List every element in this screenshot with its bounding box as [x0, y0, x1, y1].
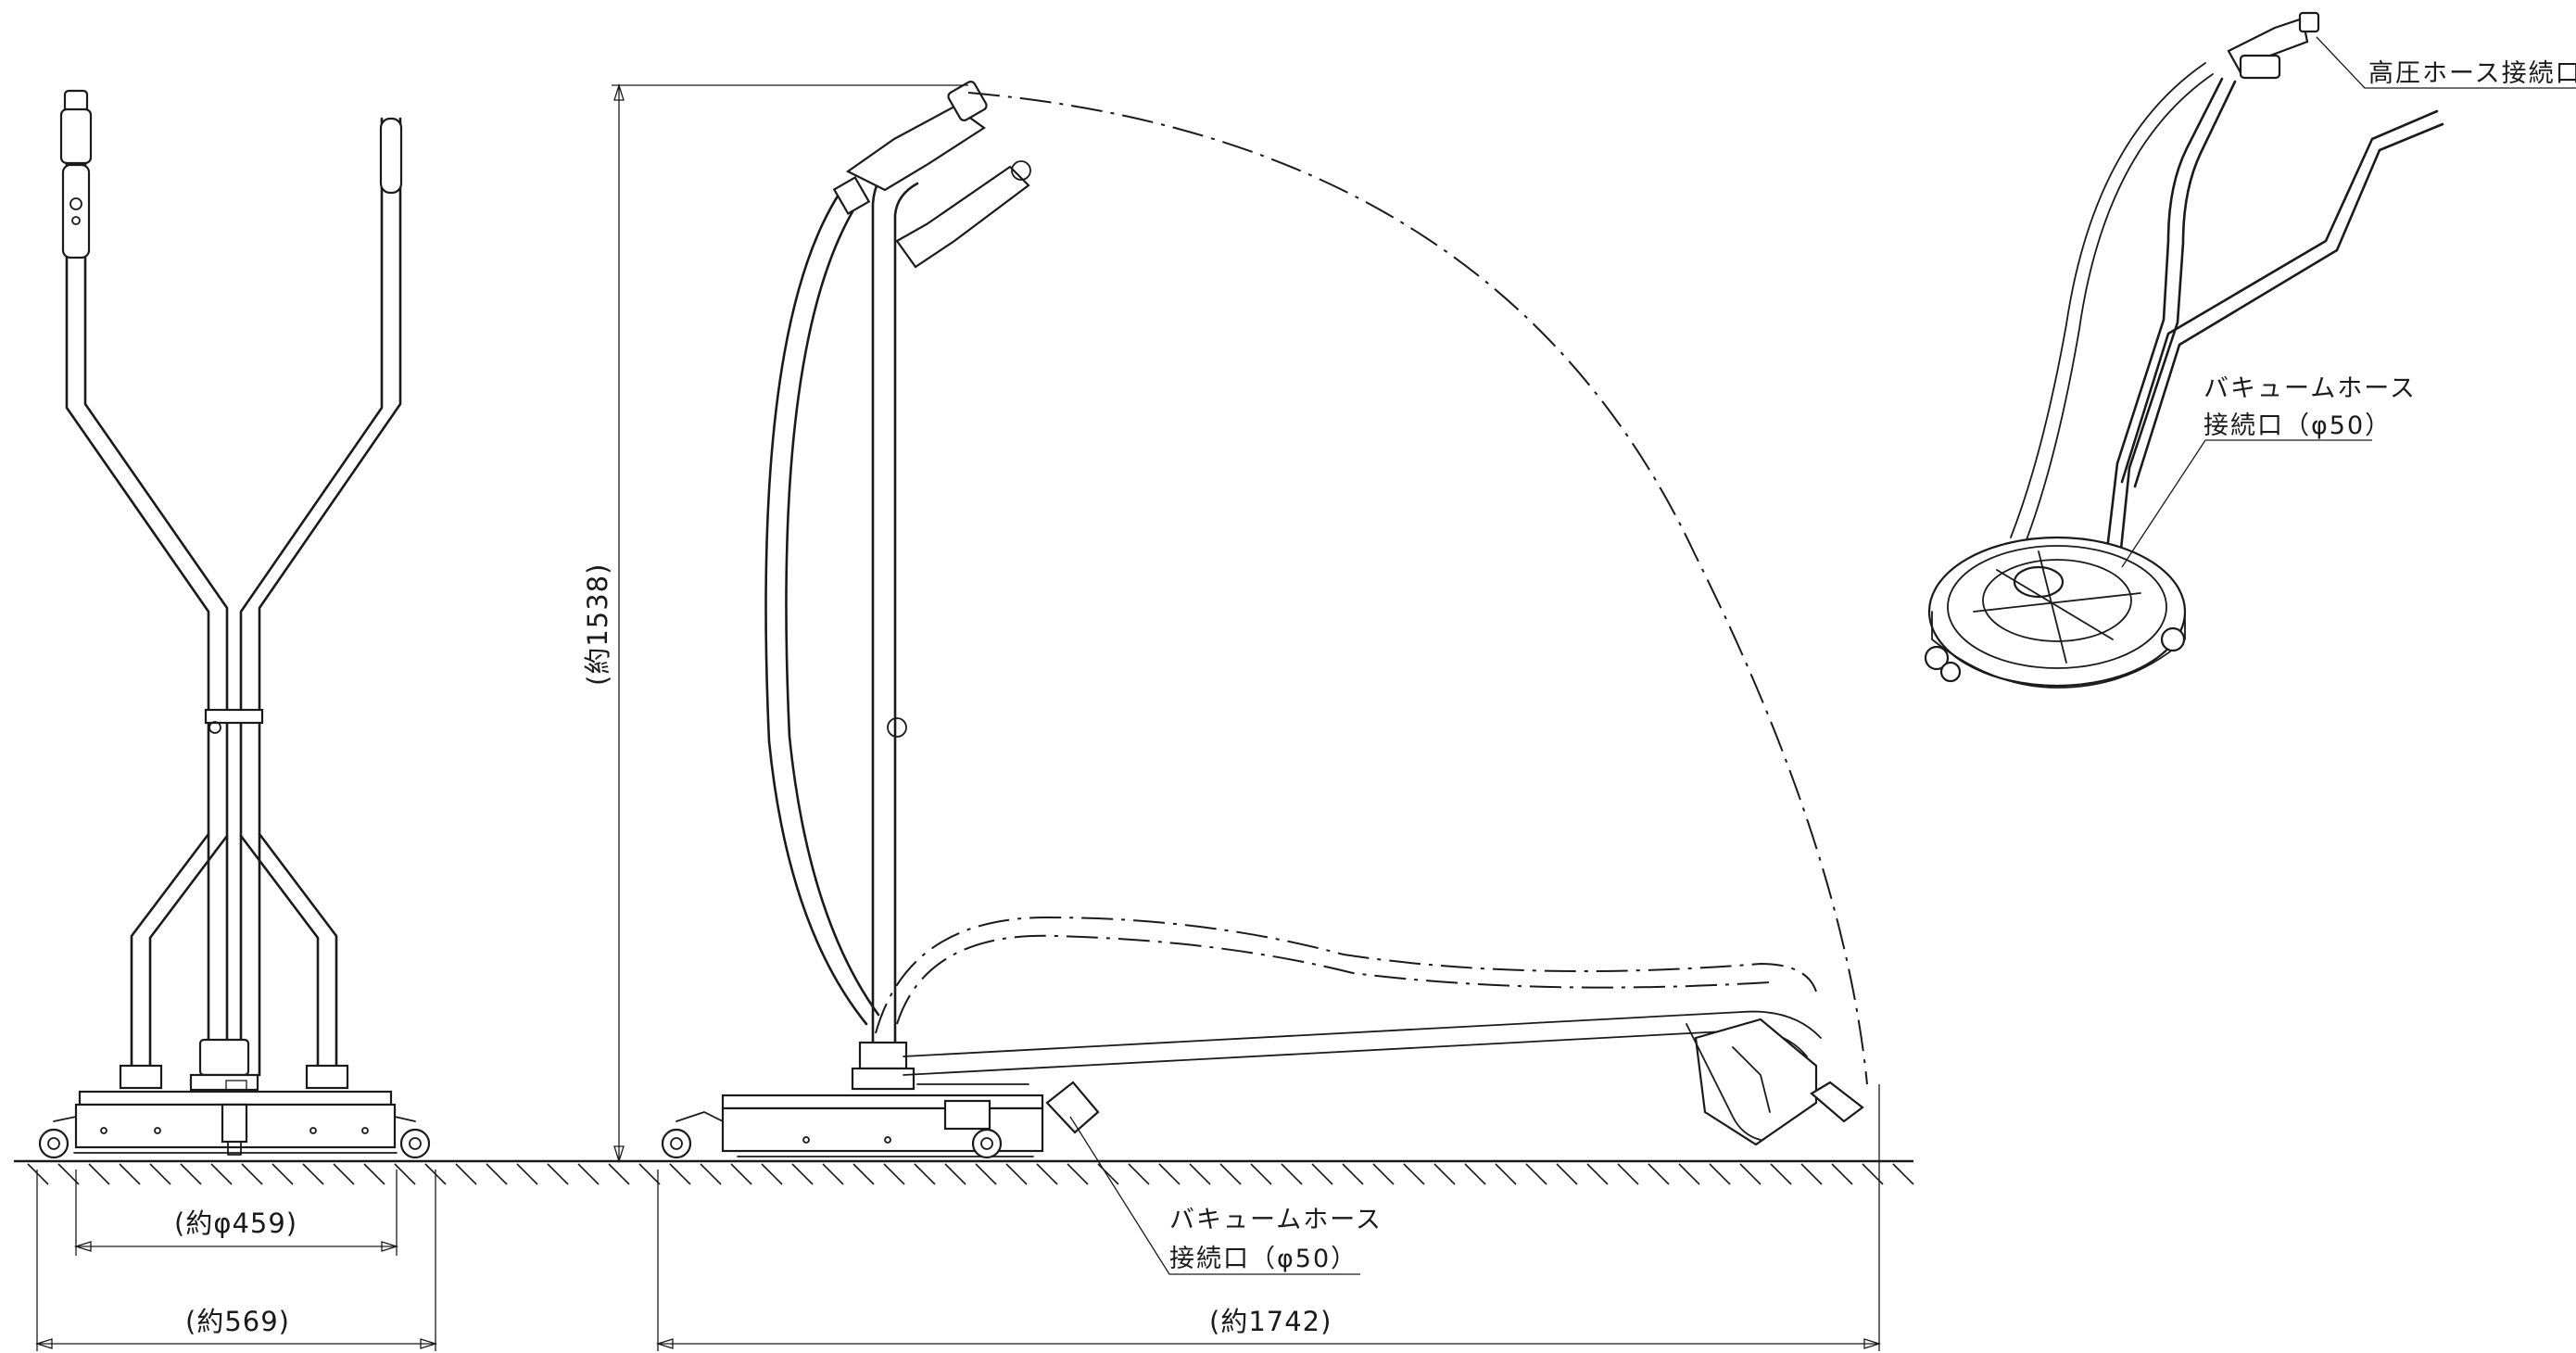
front-width-dimension: (約569): [185, 1306, 290, 1337]
ground-hatch: [486, 1163, 508, 1185]
ground-hatch: [944, 1163, 966, 1185]
vacuum-port-label-line1: バキュームホース: [1169, 1206, 1383, 1234]
ground-hatch: [1678, 1163, 1700, 1185]
ground-hatch: [1709, 1163, 1731, 1185]
ground-hatch: [761, 1163, 783, 1185]
ground-hatch: [1067, 1163, 1089, 1185]
ground-hatch: [149, 1163, 171, 1185]
ground-hatch: [1831, 1163, 1853, 1185]
ground-hatch: [271, 1163, 294, 1185]
front-view: [38, 89, 431, 1159]
ground-hatch: [1525, 1163, 1547, 1185]
ground-hatch: [333, 1163, 355, 1185]
ground-hatch: [975, 1163, 997, 1185]
front-diameter-dimension: (約φ459): [174, 1208, 297, 1239]
ground-hatch: [394, 1163, 416, 1185]
ground-hatch: [1556, 1163, 1578, 1185]
ground-hatch: [1342, 1163, 1364, 1185]
ground-hatch: [1219, 1163, 1242, 1185]
ground-hatch: [1097, 1163, 1119, 1185]
ground-hatch: [1433, 1163, 1456, 1185]
ground-hatch: [1403, 1163, 1425, 1185]
ground-hatch: [791, 1163, 814, 1185]
high-pressure-port-label: 高圧ホース接続口: [2368, 59, 2576, 88]
ground-hatch: [302, 1163, 324, 1185]
ground-hatch: [669, 1163, 691, 1185]
ground-hatch: [455, 1163, 477, 1185]
ground-hatch: [1495, 1163, 1517, 1185]
ground-hatch: [852, 1163, 875, 1185]
ground-hatch: [1372, 1163, 1395, 1185]
ground-hatch: [1739, 1163, 1762, 1185]
ground-hatch: [1862, 1163, 1884, 1185]
iso-vacuum-port-label-line2: 接続口（φ50）: [2203, 411, 2392, 440]
ground-hatch: [1250, 1163, 1272, 1185]
ground-hatch: [1128, 1163, 1150, 1185]
ground-hatch: [180, 1163, 202, 1185]
ground-hatch: [1617, 1163, 1639, 1185]
vacuum-port-label-line2: 接続口（φ50）: [1169, 1245, 1357, 1273]
ground-hatch: [700, 1163, 722, 1185]
ground-hatch: [210, 1163, 233, 1185]
ground-hatch: [730, 1163, 752, 1185]
ground-hatch: [1158, 1163, 1181, 1185]
ground-hatch: [88, 1163, 110, 1185]
ground-hatch: [516, 1163, 538, 1185]
ground-hatch: [1005, 1163, 1028, 1185]
ground-hatch: [241, 1163, 263, 1185]
ground-hatch: [1189, 1163, 1211, 1185]
ground-hatch: [914, 1163, 936, 1185]
ground-hatch: [1586, 1163, 1609, 1185]
ground-hatch: [57, 1163, 80, 1185]
ground-hatch: [577, 1163, 600, 1185]
ground-hatch: [1464, 1163, 1486, 1185]
ground-hatch: [1648, 1163, 1670, 1185]
ground-hatch: [608, 1163, 630, 1185]
side-height-dimension: (約1538): [582, 563, 613, 686]
ground-hatch: [119, 1163, 141, 1185]
ground-hatch: [883, 1163, 905, 1185]
iso-view: [1924, 11, 2444, 689]
ground-hatch: [1281, 1163, 1303, 1185]
ground-hatch: [547, 1163, 569, 1185]
ground-hatch: [1036, 1163, 1058, 1185]
dimension-lines: [34, 36, 2576, 1351]
ground-hatch: [1892, 1163, 1914, 1185]
side-length-dimension: (約1742): [1209, 1306, 1332, 1337]
side-view: [661, 81, 1868, 1159]
ground-hatch: [27, 1163, 49, 1185]
ground-hatch: [1800, 1163, 1823, 1185]
iso-vacuum-port-label-line1: バキュームホース: [2203, 374, 2417, 403]
ground-hatch: [1311, 1163, 1333, 1185]
ground-hatch: [638, 1163, 661, 1185]
ground-hatch: [822, 1163, 844, 1185]
ground-line: [14, 1159, 1914, 1185]
ground-hatch: [1770, 1163, 1792, 1185]
ground-hatch: [363, 1163, 385, 1185]
